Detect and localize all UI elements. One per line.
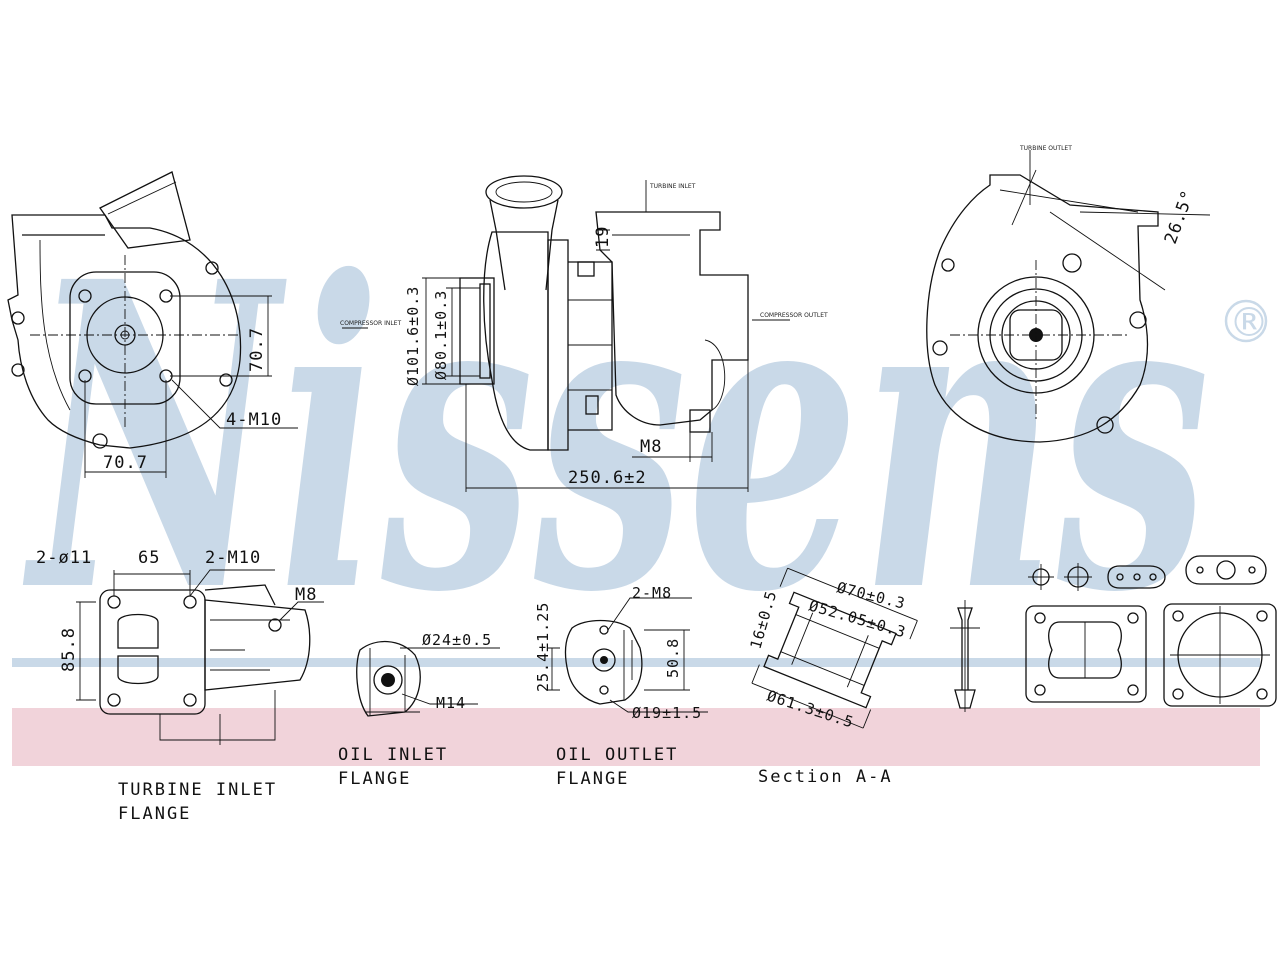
side-compressor-body bbox=[483, 231, 549, 451]
side-note-left: COMPRESSOR INLET bbox=[340, 320, 401, 327]
side-dia-outer: Ø101.6±0.3 bbox=[404, 286, 422, 386]
front-bolt-hole bbox=[78, 289, 92, 303]
turbine-flange-bolt-hole bbox=[183, 693, 197, 707]
oil-outlet-dia: Ø19±1.5 bbox=[632, 704, 702, 722]
side-note-right: COMPRESSOR OUTLET bbox=[760, 312, 828, 319]
locating-pin bbox=[954, 607, 976, 709]
gasket-details bbox=[950, 555, 1277, 712]
turbine-flange-threads: 2-M10 bbox=[205, 548, 261, 568]
side-thread: M8 bbox=[640, 437, 662, 457]
rear-bolt-hole bbox=[1062, 253, 1082, 273]
oil-inlet-body bbox=[356, 640, 421, 717]
rear-bolt-hole bbox=[1096, 416, 1114, 434]
side-turbine-housing bbox=[595, 211, 749, 426]
front-bolt-callout: 4-M10 bbox=[226, 410, 282, 430]
oil-outlet-caption-line1: OIL OUTLET bbox=[556, 745, 678, 765]
section-caption: Section A-A bbox=[758, 767, 893, 787]
oil-outlet-flange: 2-M8 25.4±1.25 50.8 Ø19±1.5 OIL OUTLET F… bbox=[534, 584, 708, 789]
turbine-flange-thread-side: M8 bbox=[295, 585, 317, 605]
front-view: 70.7 70.7 4-M10 bbox=[7, 171, 298, 478]
oil-outlet-caption-line2: FLANGE bbox=[556, 769, 629, 789]
section-profile bbox=[763, 591, 897, 709]
registered-mark-ring bbox=[1224, 299, 1268, 343]
side-dia-inner: Ø80.1±0.3 bbox=[432, 290, 450, 380]
front-dim-horizontal: 70.7 bbox=[103, 453, 148, 473]
oil-outlet-threads: 2-M8 bbox=[632, 584, 672, 602]
turbine-inlet-flange: 2-ø11 65 2-M10 M8 85.8 TURBINE INLET FLA… bbox=[36, 548, 324, 824]
watermark-logo-text: Nissens bbox=[22, 192, 1210, 685]
oil-inlet-dia: Ø24±0.5 bbox=[422, 631, 492, 649]
oil-outlet-bolt-hole bbox=[599, 685, 609, 695]
oil-outlet-height-left: 25.4±1.25 bbox=[534, 602, 552, 692]
side-inlet-ring bbox=[485, 175, 563, 209]
oil-gasket bbox=[1107, 565, 1166, 589]
turbine-outlet-gasket bbox=[1163, 603, 1277, 707]
side-dim-small: 19 bbox=[593, 226, 613, 248]
side-overall-length: 250.6±2 bbox=[568, 468, 647, 488]
oil-outlet-body bbox=[564, 619, 643, 705]
section-a-a: Ø70±0.3 Ø52.05±0.3 Ø61.3±0.5 16±0.5 Sect… bbox=[747, 567, 918, 787]
rear-bolt-hole bbox=[1129, 311, 1147, 329]
oil-inlet-caption-line1: OIL INLET bbox=[338, 745, 448, 765]
oil-inlet-thread: M14 bbox=[436, 694, 466, 712]
side-note-top: TURBINE INLET bbox=[649, 183, 696, 190]
turbine-flange-holes: 2-ø11 bbox=[36, 548, 92, 568]
side-view: Ø101.6±0.3 Ø80.1±0.3 250.6±2 M8 19 COMPR… bbox=[340, 175, 828, 492]
registered-mark: ® bbox=[1229, 300, 1269, 346]
turbine-inlet-gasket bbox=[1025, 605, 1147, 703]
oil-inlet-caption-line2: FLANGE bbox=[338, 769, 411, 789]
oil-outlet-height-right: 50.8 bbox=[664, 638, 682, 678]
turbine-flange-caption-line2: FLANGE bbox=[118, 804, 191, 824]
turbine-flange-spacing: 65 bbox=[138, 548, 160, 568]
oil-flange-gasket bbox=[1185, 555, 1267, 585]
turbine-flange-bolt-hole bbox=[107, 693, 121, 707]
front-outlet-nozzle bbox=[99, 171, 191, 249]
turbine-flange-caption-line1: TURBINE INLET bbox=[118, 780, 277, 800]
rear-housing-outline bbox=[926, 174, 1159, 443]
oil-inlet-flange: Ø24±0.5 M14 OIL INLET FLANGE bbox=[338, 631, 500, 789]
rear-bolt-hole bbox=[932, 340, 948, 356]
rear-note-top: TURBINE OUTLET bbox=[1019, 145, 1072, 152]
turbine-flange-height: 85.8 bbox=[59, 627, 79, 672]
rear-bolt-hole bbox=[941, 258, 955, 272]
front-dim-vertical: 70.7 bbox=[247, 327, 267, 372]
watermark-stripe-blue bbox=[12, 658, 1260, 667]
